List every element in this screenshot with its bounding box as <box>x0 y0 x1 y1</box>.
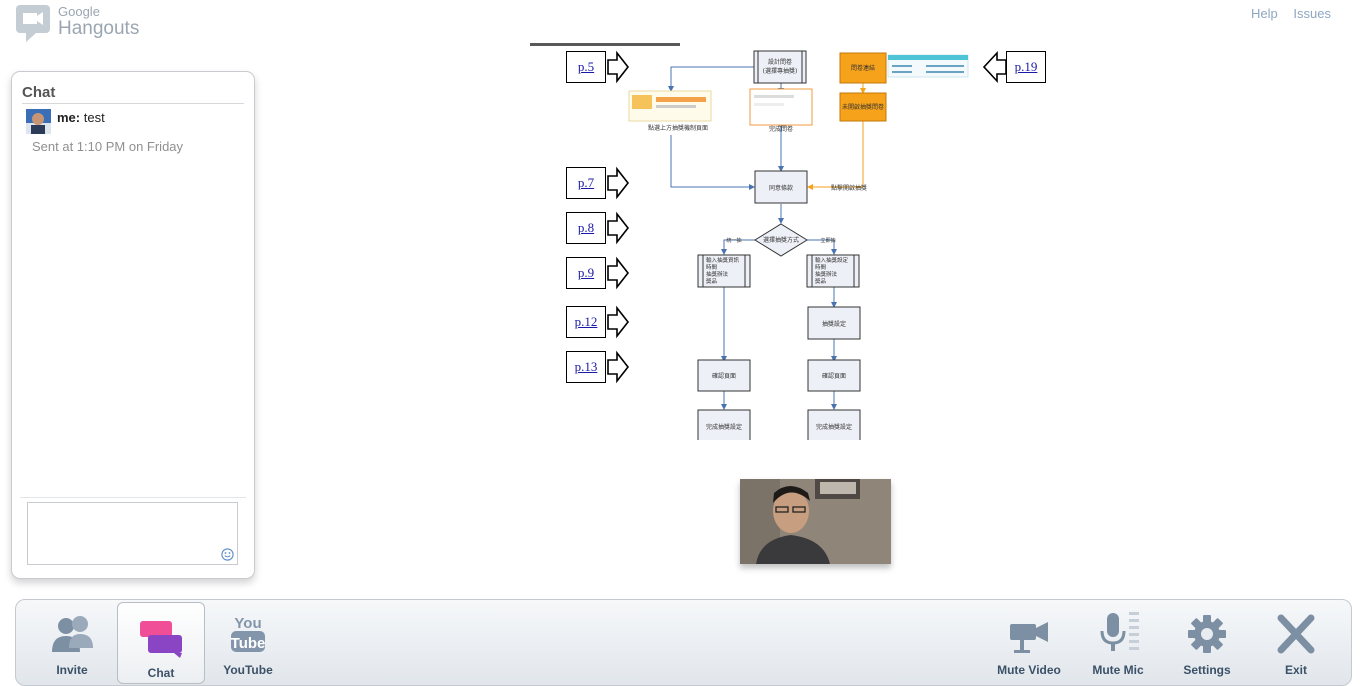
exit-label: Exit <box>1284 663 1307 677</box>
input-left-3: 獎品 <box>706 277 718 285</box>
youtube-icon: You Tube <box>231 615 266 652</box>
page-ref-p8[interactable]: p.8 <box>566 212 606 244</box>
shared-document: 設計問卷 (選擇專抽獎) 問卷連結 未開啟抽獎問卷 點選上方抽獎機制頁面 完成問… <box>516 43 1070 440</box>
chat-panel: Chat me: test Sent at 1:10 PM on Friday <box>11 71 255 579</box>
message-timestamp: Sent at 1:10 PM on Friday <box>32 139 184 154</box>
node-confirm-right: 確認頁面 <box>822 372 846 380</box>
branch-right: 立即抽 <box>820 237 835 244</box>
mute-mic-button[interactable]: Mute Mic <box>1075 600 1161 680</box>
node-finish-right: 完成抽獎設定 <box>816 423 852 431</box>
logo-hangouts-text: Hangouts <box>58 18 140 39</box>
close-icon <box>1277 614 1315 654</box>
chat-input[interactable] <box>27 502 238 565</box>
node-choose: 選擇抽獎方式 <box>763 236 799 244</box>
youtube-logo-top: You <box>234 615 261 632</box>
help-link[interactable]: Help <box>1251 6 1278 21</box>
call-toolbar: Invite Chat You Tube YouTube Mute Video <box>15 599 1352 686</box>
node-done-q: 完成問卷 <box>769 125 793 133</box>
node-finish-left: 完成抽獎設定 <box>706 423 742 431</box>
node-confirm-left: 確認頁面 <box>712 372 736 380</box>
logo-google-text: Google <box>58 4 100 19</box>
youtube-button[interactable]: You Tube YouTube <box>205 600 291 680</box>
node-prize-set: 抽獎設定 <box>822 320 846 328</box>
node-publish: 問卷連結 <box>851 64 875 72</box>
emoji-icon[interactable] <box>221 548 234 561</box>
youtube-logo-bottom: Tube <box>231 635 266 652</box>
divider <box>22 103 244 104</box>
mute-mic-label: Mute Mic <box>1092 663 1144 677</box>
node-banner: 點選上方抽獎機制頁面 <box>648 124 708 132</box>
chat-button[interactable]: Chat <box>117 602 205 684</box>
people-icon <box>52 616 93 652</box>
page-ref-p12[interactable]: p.12 <box>566 306 606 338</box>
input-right-1: 時間 <box>815 263 827 271</box>
input-right-0: 輸入抽獎設定 <box>815 256 849 264</box>
input-right-3: 獎品 <box>815 277 827 285</box>
youtube-label: YouTube <box>223 663 273 677</box>
node-open-lottery: 點擊開啟抽獎 <box>831 184 867 192</box>
node-closed: 未開啟抽獎問卷 <box>842 103 884 111</box>
video-camera-icon <box>1010 622 1048 653</box>
chat-title: Chat <box>22 84 56 101</box>
divider <box>20 497 246 498</box>
gear-icon <box>1188 615 1226 653</box>
arrow-icons <box>607 50 1007 384</box>
node-design: 設計問卷 <box>768 58 792 66</box>
message-sender: me: <box>57 110 81 125</box>
hangouts-logo-icon <box>14 4 52 42</box>
mute-video-button[interactable]: Mute Video <box>986 600 1072 680</box>
branch-left: 統一抽 <box>726 237 741 244</box>
input-left-1: 時間 <box>706 263 718 271</box>
message-text: test <box>83 110 105 125</box>
page-ref-p7[interactable]: p.7 <box>566 167 606 199</box>
node-design-sub: (選擇專抽獎) <box>763 67 798 75</box>
page-ref-p13[interactable]: p.13 <box>566 351 606 383</box>
issues-link[interactable]: Issues <box>1293 6 1331 21</box>
participant-video[interactable] <box>740 479 891 564</box>
settings-button[interactable]: Settings <box>1164 600 1250 680</box>
flowchart-diagram: 設計問卷 (選擇專抽獎) 問卷連結 未開啟抽獎問卷 點選上方抽獎機制頁面 完成問… <box>530 43 1007 440</box>
input-right-2: 抽獎辦法 <box>815 270 838 278</box>
input-left-0: 輸入抽獎資訊 <box>706 256 740 264</box>
chat-label: Chat <box>147 666 175 680</box>
input-left-2: 抽獎辦法 <box>706 270 729 278</box>
exit-button[interactable]: Exit <box>1253 600 1339 680</box>
invite-button[interactable]: Invite <box>29 600 115 680</box>
app-logo: Google Hangouts <box>14 4 139 42</box>
settings-label: Settings <box>1183 663 1231 677</box>
chat-bubbles-icon <box>140 621 182 658</box>
avatar <box>26 109 51 134</box>
page-ref-p19[interactable]: p.19 <box>1006 51 1046 83</box>
page-ref-p5[interactable]: p.5 <box>566 51 606 83</box>
microphone-icon <box>1100 612 1139 651</box>
chat-message: me: test <box>57 110 105 125</box>
node-agree: 同意條款 <box>769 184 793 192</box>
page-ref-p9[interactable]: p.9 <box>566 257 606 289</box>
invite-label: Invite <box>56 663 88 677</box>
mute-video-label: Mute Video <box>997 663 1061 677</box>
